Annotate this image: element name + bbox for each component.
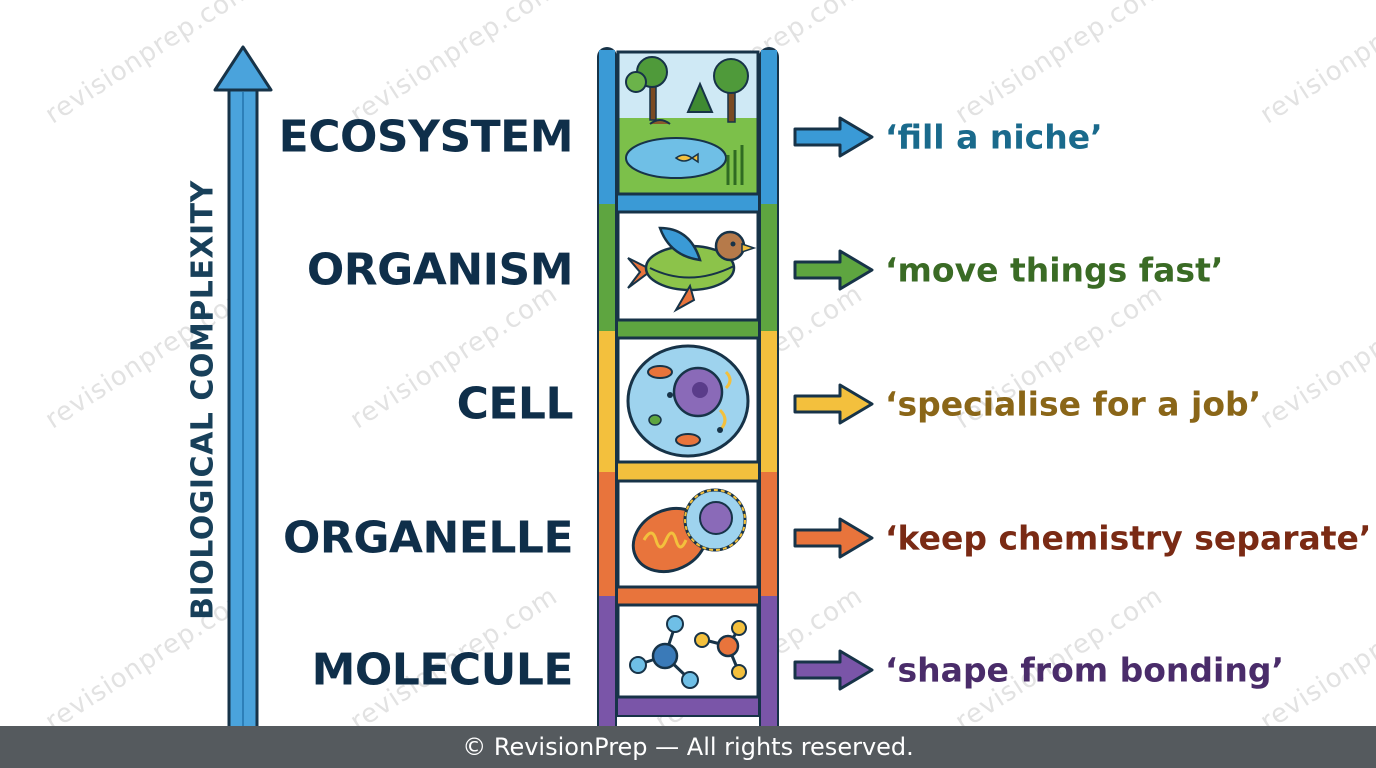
arrow-right-icon-cell <box>793 383 874 425</box>
ecosystem-icon <box>616 50 760 196</box>
level-name-organism: ORGANISM <box>306 244 574 296</box>
phrase-molecule: ‘shape from bonding’ <box>885 650 1284 690</box>
ladder-rail-segment-ecosystem <box>599 50 615 207</box>
ladder-rail-segment-molecule <box>599 596 615 736</box>
complexity-up-arrow <box>213 45 273 744</box>
ladder-rail-segment-ecosystem <box>761 50 777 207</box>
phrase-cell: ‘specialise for a job’ <box>885 384 1262 424</box>
arrow-right-icon-molecule <box>793 649 874 691</box>
level-name-ecosystem: ECOSYSTEM <box>278 111 574 163</box>
ladder-rail-segment-organism <box>599 204 615 331</box>
ladder-rung-cell <box>616 461 760 482</box>
arrow-right-icon-ecosystem <box>793 116 874 158</box>
ladder-rail-segment-cell <box>599 331 615 472</box>
ladder-rail-segment-cell <box>761 331 777 472</box>
biological-complexity-axis-label: BIOLOGICAL COMPLEXITY <box>185 180 221 620</box>
phrase-organelle: ‘keep chemistry separate’ <box>885 518 1372 558</box>
ladder-rail-segment-organelle <box>599 472 615 596</box>
arrow-right-icon-organelle <box>793 517 874 559</box>
phrase-organism: ‘move things fast’ <box>885 250 1224 290</box>
ladder-rung-molecule <box>616 696 760 717</box>
ladder-rung-ecosystem <box>616 193 760 213</box>
cell-icon <box>616 336 760 464</box>
ladder-rung-organelle <box>616 586 760 606</box>
ladder <box>597 47 779 739</box>
ladder-rail-segment-molecule <box>761 596 777 736</box>
footer-text: © RevisionPrep — All rights reserved. <box>462 733 914 761</box>
level-name-molecule: MOLECULE <box>311 644 574 696</box>
arrow-right-icon-organism <box>793 249 874 291</box>
ladder-rail-segment-organism <box>761 204 777 331</box>
organelle-icon <box>616 479 760 589</box>
molecule-icon <box>616 603 760 699</box>
bird-fish-organism-icon <box>616 210 760 322</box>
ladder-rung-organism <box>616 319 760 339</box>
phrase-ecosystem: ‘fill a niche’ <box>885 117 1103 157</box>
level-name-organelle: ORGANELLE <box>283 512 573 564</box>
copyright-footer: © RevisionPrep — All rights reserved. <box>0 726 1376 768</box>
level-name-cell: CELL <box>456 378 574 430</box>
ladder-rail-segment-organelle <box>761 472 777 596</box>
